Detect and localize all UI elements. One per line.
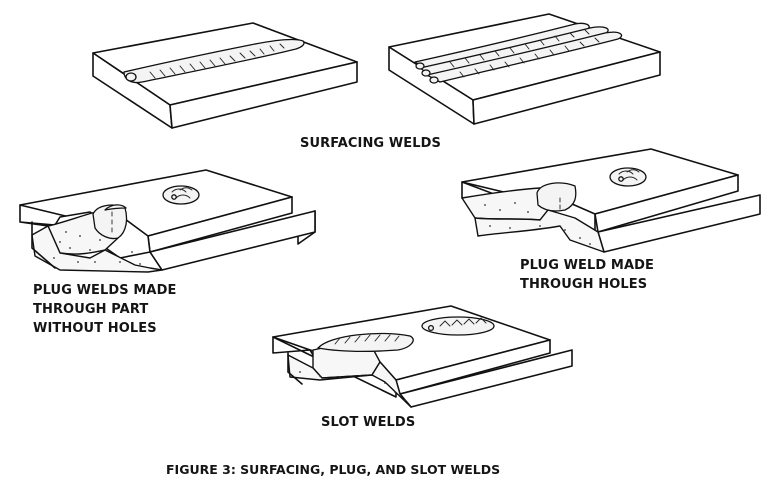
weld-bead	[414, 22, 623, 84]
surfacing-welds-label: SURFACING WELDS	[300, 136, 441, 151]
figure-caption: FIGURE 3: SURFACING, PLUG, AND SLOT WELD…	[166, 462, 501, 477]
label-line: WITHOUT HOLES	[33, 321, 157, 336]
surfacing-weld-multi-plate	[388, 13, 661, 125]
plug-weld-through-holes-label: PLUG WELD MADE THROUGH HOLES	[520, 256, 654, 294]
slot-welds-label: SLOT WELDS	[321, 415, 416, 430]
label-line: PLUG WELD MADE	[520, 258, 654, 273]
label-line: THROUGH HOLES	[520, 277, 648, 292]
plug-weld-without-holes-drawing	[19, 169, 316, 273]
surfacing-weld-single-plate	[92, 22, 358, 129]
plug-welds-without-holes-label: PLUG WELDS MADE THROUGH PART WITHOUT HOL…	[33, 281, 176, 338]
plug-weld-through-holes-drawing	[461, 148, 761, 253]
label-line: PLUG WELDS MADE	[33, 283, 177, 298]
slot-weld-drawing	[272, 305, 573, 408]
weld-bead	[123, 38, 305, 84]
label-line: THROUGH PART	[33, 302, 149, 317]
